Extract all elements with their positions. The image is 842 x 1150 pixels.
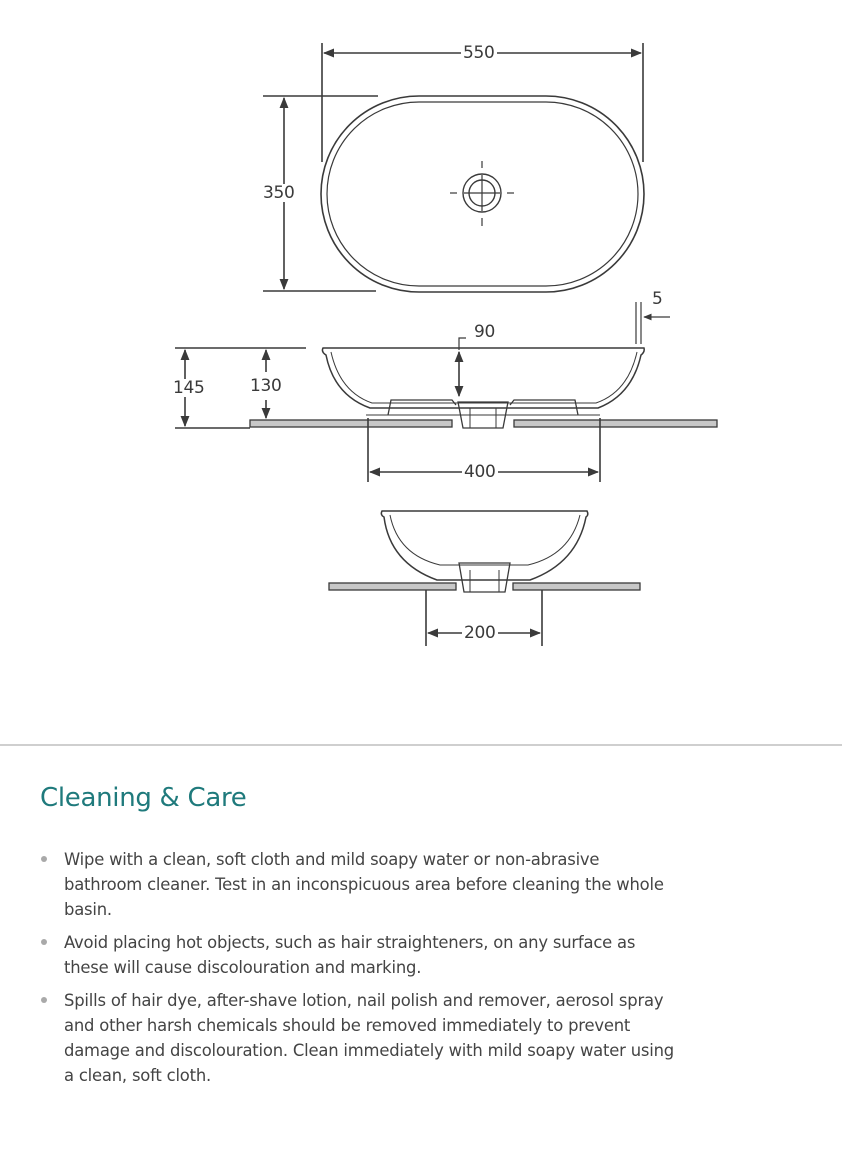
cleaning-care-list: Wipe with a clean, soft cloth and mild s… (36, 847, 676, 1096)
basin-dimension-drawing (175, 43, 718, 646)
dim-width-label: 550 (461, 43, 497, 63)
end-view (328, 510, 641, 646)
care-item-text: Spills of hair dye, after-shave lotion, … (64, 991, 674, 1085)
dim-rim-thickness-label: 5 (652, 289, 663, 309)
care-list-item: Avoid placing hot objects, such as hair … (36, 930, 676, 980)
dim-basin-height-label: 130 (250, 376, 282, 396)
plan-view (263, 43, 645, 293)
bullet-icon (41, 856, 47, 862)
care-item-text: Wipe with a clean, soft cloth and mild s… (64, 850, 664, 919)
dim-end-base-width-label: 200 (462, 623, 498, 643)
bullet-icon (41, 939, 47, 945)
care-list-item: Spills of hair dye, after-shave lotion, … (36, 988, 676, 1088)
care-item-text: Avoid placing hot objects, such as hair … (64, 933, 636, 977)
bullet-icon (41, 997, 47, 1003)
side-view (175, 302, 718, 482)
section-divider (0, 744, 842, 746)
cleaning-care-heading: Cleaning & Care (40, 783, 247, 813)
dim-bowl-depth-label: 90 (474, 322, 496, 342)
waste-outlet-icon (450, 161, 514, 226)
technical-drawing: 550 350 145 130 90 5 400 200 (171, 43, 718, 646)
dim-depth-label: 350 (261, 183, 297, 203)
dim-base-width-label: 400 (462, 462, 498, 482)
care-list-item: Wipe with a clean, soft cloth and mild s… (36, 847, 676, 922)
dim-overall-height-label: 145 (171, 378, 207, 398)
